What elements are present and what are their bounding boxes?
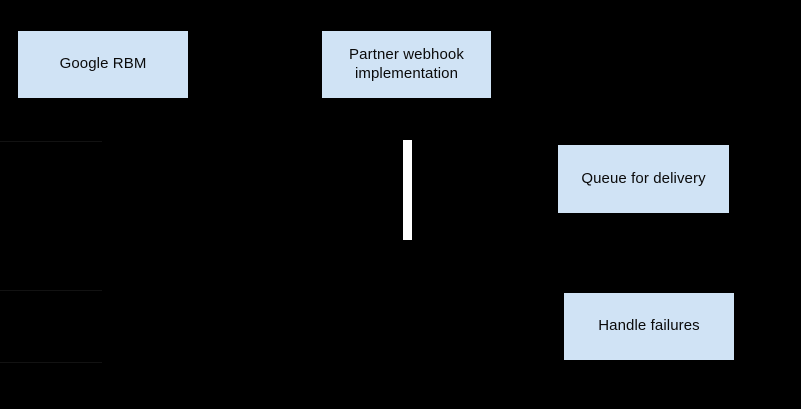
connector-faint-line-lower	[0, 362, 102, 363]
diagram-node-handle-failures[interactable]: Handle failures	[564, 293, 734, 360]
connector-vertical-segment	[403, 140, 412, 240]
diagram-node-queue-for-delivery[interactable]: Queue for delivery	[558, 145, 729, 213]
connector-faint-line-middle	[0, 290, 102, 291]
diagram-node-partner-webhook-implementation[interactable]: Partner webhook implementation	[322, 31, 491, 98]
connector-faint-line-upper	[0, 141, 102, 142]
diagram-node-google-rbm[interactable]: Google RBM	[18, 31, 188, 98]
